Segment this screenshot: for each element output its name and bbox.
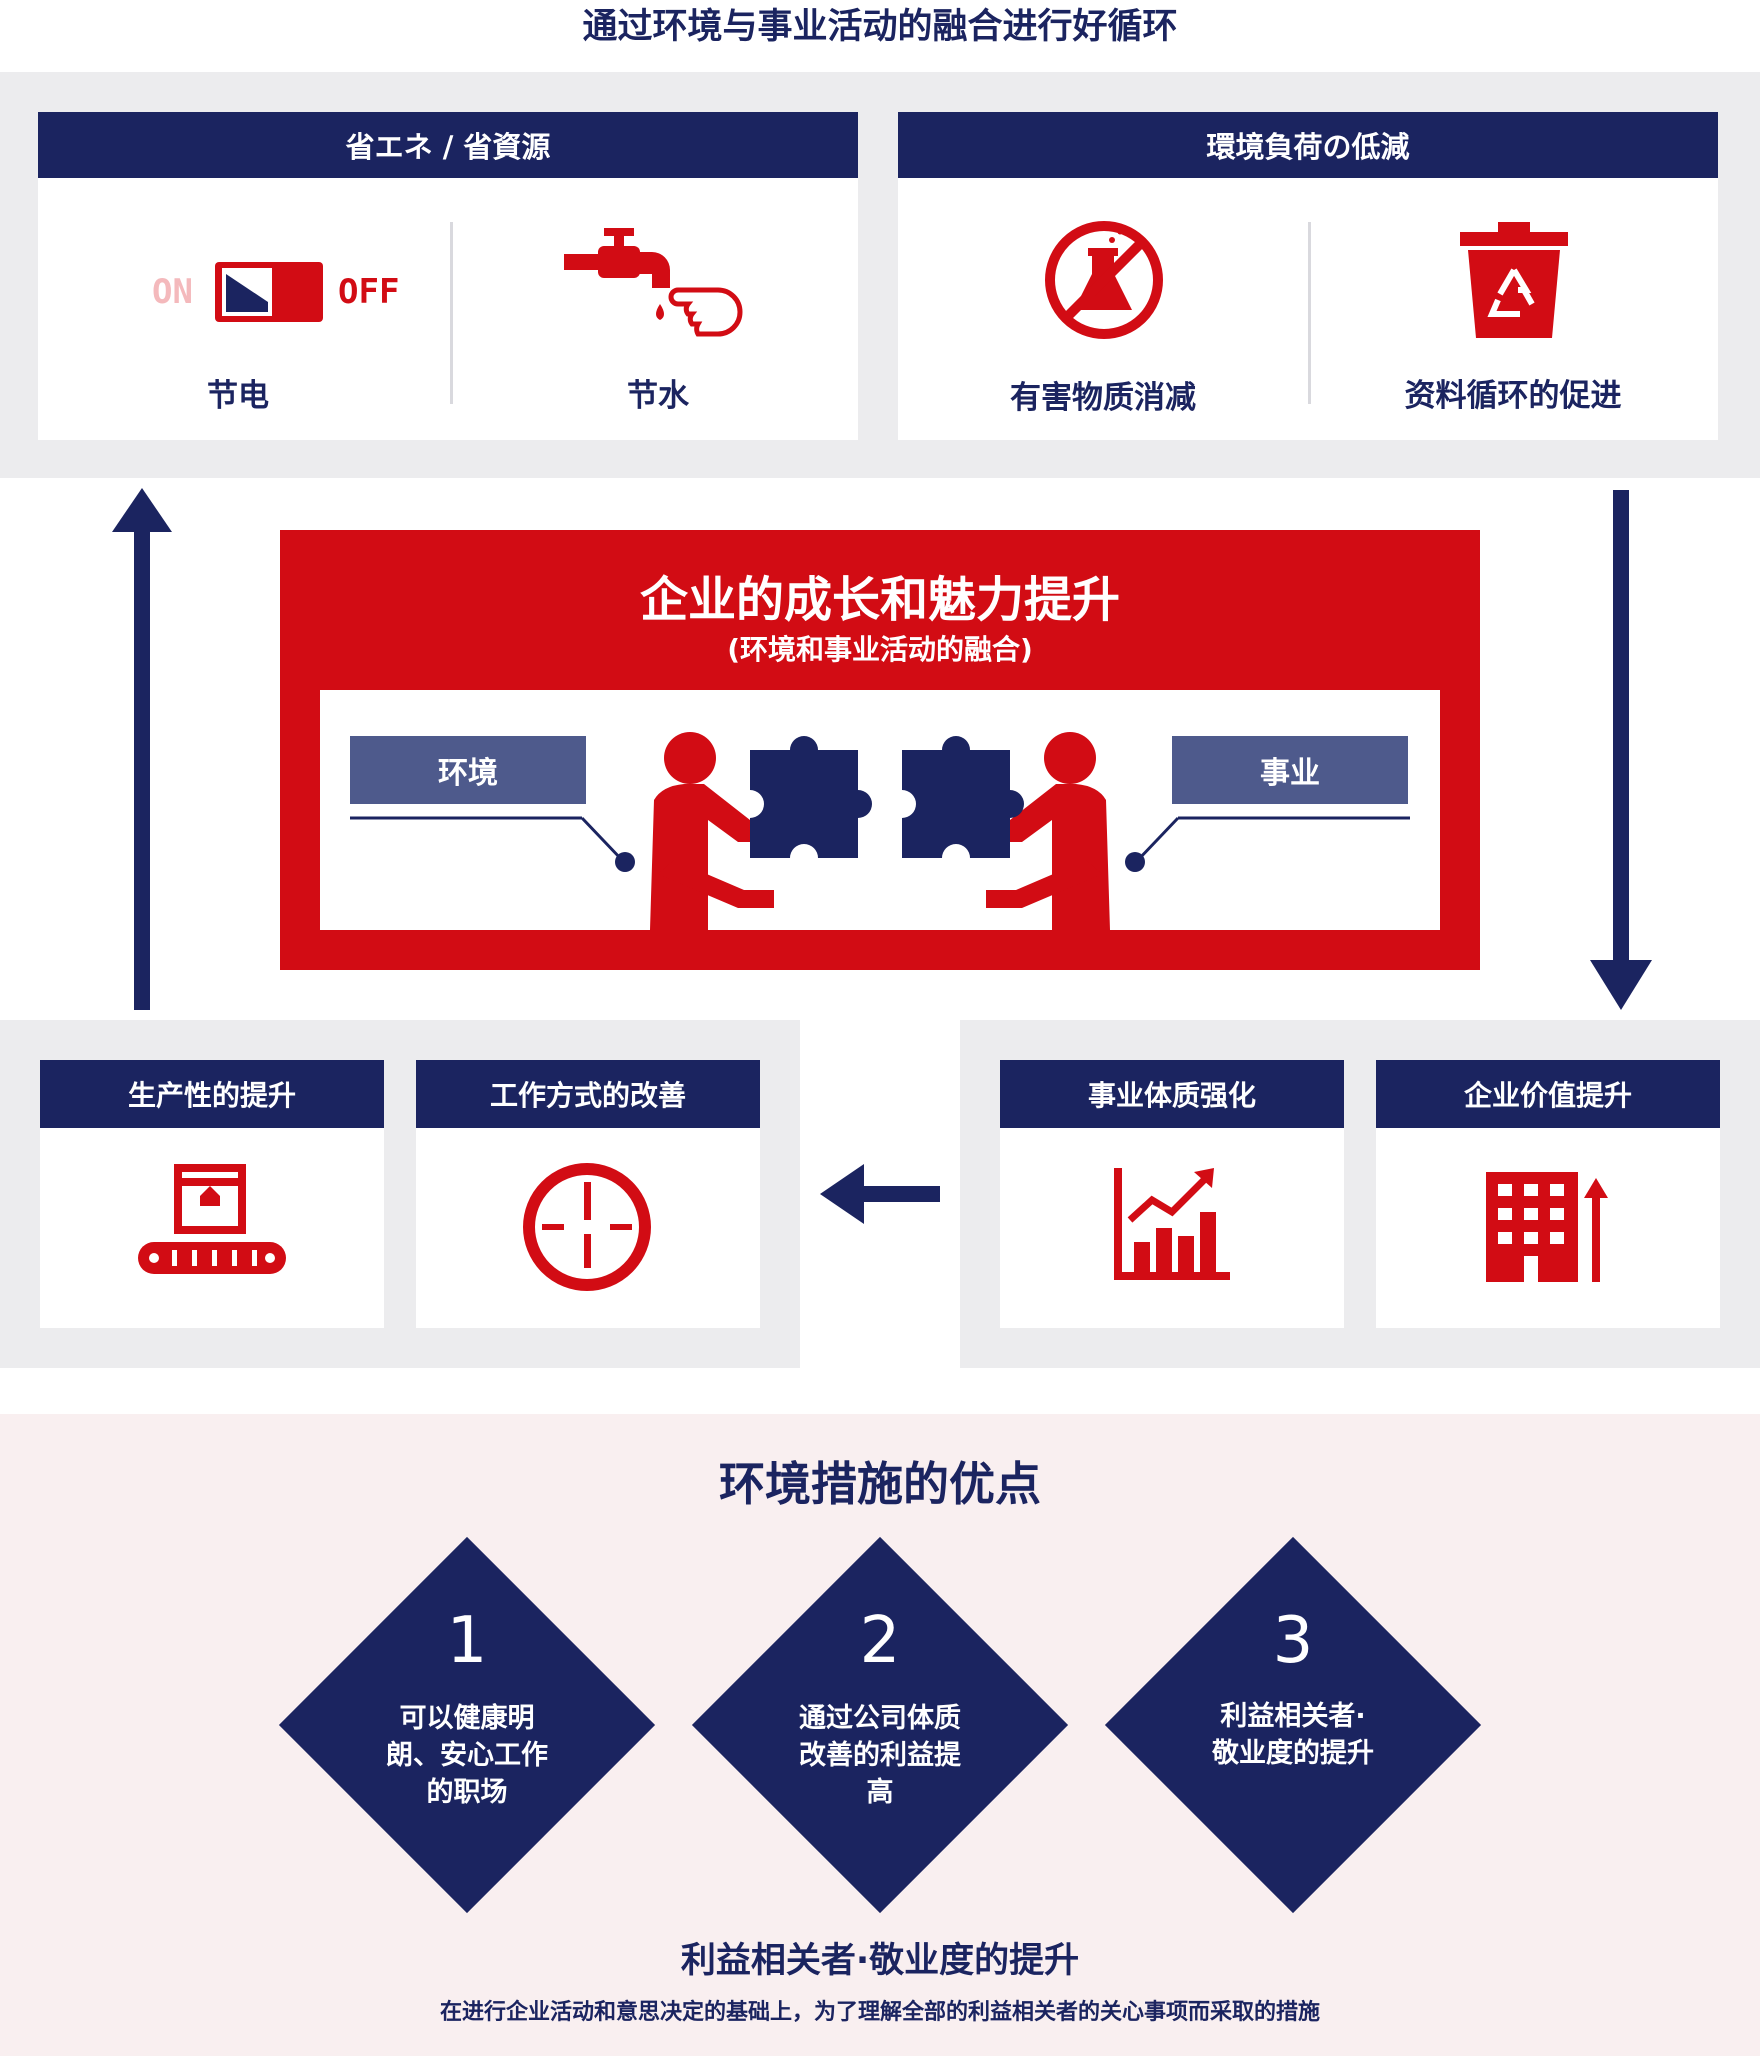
business-strength-card: 事业体质强化 bbox=[1000, 1060, 1344, 1328]
power-saving-label: 节电 bbox=[207, 378, 269, 414]
productivity-card: 生产性的提升 bbox=[40, 1060, 384, 1328]
corporate-value-card: 企业价值提升 bbox=[1376, 1060, 1720, 1328]
environmental-load-card: 環境負荷の低減 有害物质消减 资料循环的促进 bbox=[898, 112, 1718, 440]
energy-saving-title: 省エネ / 省資源 bbox=[38, 112, 858, 178]
merit-item-2: 2 通过公司体质 改善的利益提 高 bbox=[691, 1536, 1069, 1914]
down-arrow bbox=[1590, 490, 1652, 1010]
engagement-title: 利益相关者·敬业度的提升 bbox=[680, 1941, 1080, 1981]
building-up-icon bbox=[1486, 1172, 1608, 1282]
water-saving-label: 节水 bbox=[627, 378, 689, 414]
on-text: ON bbox=[152, 272, 193, 312]
card-divider bbox=[1308, 222, 1311, 404]
recycle-bin-icon bbox=[1458, 218, 1570, 342]
off-text: OFF bbox=[338, 272, 400, 312]
center-title: 企业的成长和魅力提升 bbox=[639, 572, 1120, 628]
merit-item-3: 3 利益相关者· 敬业度的提升 bbox=[1104, 1536, 1482, 1914]
card-divider bbox=[450, 222, 453, 404]
corporate-value-title: 企业价值提升 bbox=[1376, 1060, 1720, 1128]
merit-text: 可以健康明 朗、安心工作 的职场 bbox=[386, 1703, 548, 1808]
no-chemicals-icon bbox=[1042, 218, 1166, 342]
center-subtitle: (环境和事业活动的融合) bbox=[727, 633, 1033, 666]
business-tag: 事业 bbox=[1172, 736, 1408, 804]
work-style-title: 工作方式的改善 bbox=[416, 1060, 760, 1128]
center-box: 企业的成长和魅力提升 (环境和事业活动的融合) 环境 事业 bbox=[280, 530, 1480, 970]
left-arrow bbox=[820, 1164, 940, 1224]
energy-saving-card: 省エネ / 省資源 ON OFF 节电 节水 bbox=[38, 112, 858, 440]
merit-number: 2 bbox=[859, 1604, 901, 1678]
puzzle-people-icon bbox=[350, 732, 1410, 930]
engagement-description: 在进行企业活动和意思决定的基础上，为了理解全部的利益相关者的关心事项而采取的措施 bbox=[439, 2000, 1320, 2025]
merit-item-1: 1 可以健康明 朗、安心工作 的职场 bbox=[278, 1536, 656, 1914]
merit-text: 利益相关者· 敬业度的提升 bbox=[1212, 1701, 1374, 1769]
up-arrow bbox=[112, 488, 172, 1010]
clock-icon bbox=[523, 1163, 651, 1291]
page-title: 通过环境与事业活动的融合进行好循环 bbox=[582, 6, 1178, 47]
conveyor-box-icon bbox=[138, 1164, 286, 1274]
merits-title: 环境措施的优点 bbox=[719, 1457, 1041, 1511]
environmental-load-title: 環境負荷の低減 bbox=[898, 112, 1718, 178]
business-strength-title: 事业体质强化 bbox=[1000, 1060, 1344, 1128]
resource-cycle-label: 资料循环的促进 bbox=[1404, 378, 1622, 414]
work-style-card: 工作方式的改善 bbox=[416, 1060, 760, 1328]
hazardous-reduction-label: 有害物质消减 bbox=[1010, 380, 1196, 416]
merit-number: 3 bbox=[1272, 1604, 1314, 1678]
environment-tag: 环境 bbox=[350, 736, 586, 804]
switch-on-off-icon: ON OFF bbox=[112, 246, 412, 336]
merit-number: 1 bbox=[446, 1604, 488, 1678]
growth-chart-icon bbox=[1114, 1168, 1230, 1280]
center-inner: 环境 事业 bbox=[320, 690, 1440, 930]
productivity-title: 生产性的提升 bbox=[40, 1060, 384, 1128]
faucet-hand-icon bbox=[558, 220, 758, 350]
merit-text: 通过公司体质 改善的利益提 高 bbox=[799, 1703, 961, 1808]
